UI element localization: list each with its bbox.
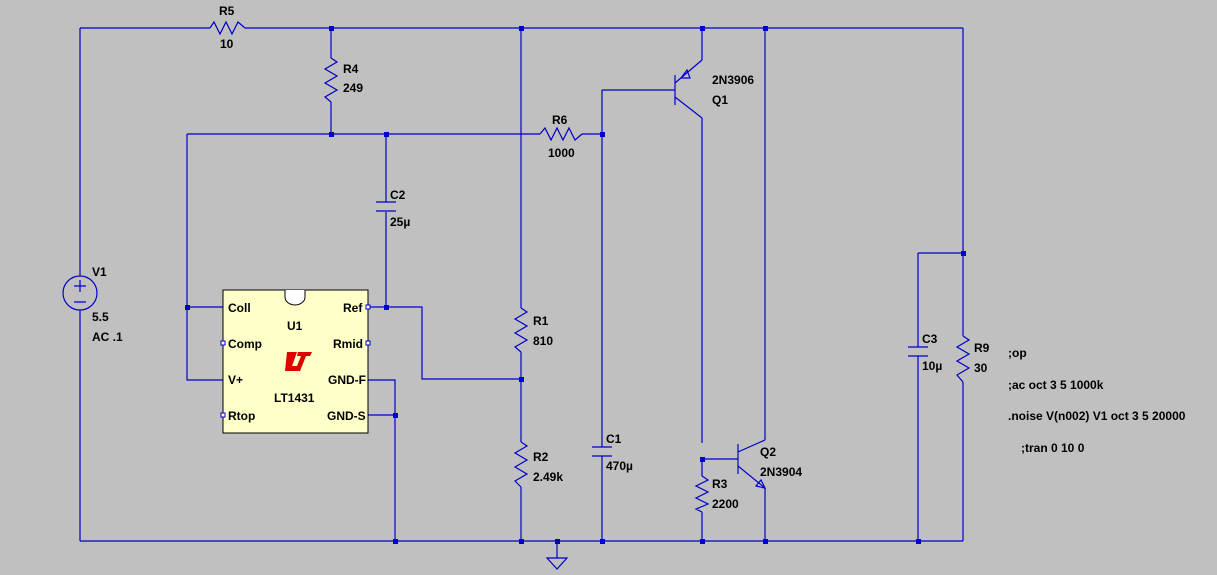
resistor-r4[interactable]: R4 249 <box>323 57 363 103</box>
u1-pin-rmid: Rmid <box>333 337 363 351</box>
c1-value: 470µ <box>606 459 633 473</box>
r3-value: 2200 <box>712 497 739 511</box>
u1-pin-gnds: GND-S <box>327 409 366 423</box>
r9-value: 30 <box>974 361 988 375</box>
resistor-r2[interactable]: R2 2.49k <box>513 441 563 488</box>
r1-ref: R1 <box>533 314 549 328</box>
c2-value: 25µ <box>390 215 410 229</box>
resistor-r3[interactable]: R3 2200 <box>694 475 739 513</box>
r9-ref: R9 <box>974 341 990 355</box>
resistor-r9[interactable]: R9 30 <box>955 335 990 383</box>
spice-directives[interactable]: ;op ;ac oct 3 5 1000k .noise V(n002) V1 … <box>1008 346 1186 455</box>
r3-ref: R3 <box>712 477 728 491</box>
resistor-r1[interactable]: R1 810 <box>513 307 553 353</box>
q1-part: 2N3906 <box>712 73 754 87</box>
q2-ref: Q2 <box>760 445 776 459</box>
v1-value: 5.5 <box>92 310 109 324</box>
r2-value: 2.49k <box>533 470 563 484</box>
c2-ref: C2 <box>390 188 406 202</box>
ground-icon <box>545 557 569 570</box>
capacitor-c1[interactable]: C1 470µ <box>592 432 633 473</box>
wires[interactable] <box>79 27 964 558</box>
transistor-q1[interactable]: 2N3906 Q1 <box>674 59 754 119</box>
r5-value: 10 <box>220 37 234 51</box>
u1-pin-ref: Ref <box>343 301 363 315</box>
directive-tran[interactable]: ;tran 0 10 0 <box>1021 441 1085 455</box>
capacitor-c3[interactable]: C3 10µ <box>908 332 942 373</box>
r6-ref: R6 <box>552 113 568 127</box>
resistor-r5[interactable]: R5 10 <box>209 4 246 51</box>
u1-pin-gndf: GND-F <box>328 373 366 387</box>
q1-ref: Q1 <box>712 93 728 107</box>
r6-value: 1000 <box>548 146 575 160</box>
u1-pin-comp: Comp <box>228 337 262 351</box>
capacitor-c2[interactable]: C2 25µ <box>376 188 410 229</box>
c1-ref: C1 <box>606 432 622 446</box>
ic-u1[interactable]: Coll Comp V+ Rtop Ref Rmid GND-F GND-S U… <box>220 289 371 434</box>
u1-pin-coll: Coll <box>228 301 251 315</box>
c3-ref: C3 <box>922 332 938 346</box>
q2-part: 2N3904 <box>760 465 802 479</box>
directive-ac[interactable]: ;ac oct 3 5 1000k <box>1008 378 1104 392</box>
lt-logo-icon <box>285 352 312 371</box>
u1-pin-rtop: Rtop <box>228 409 255 423</box>
resistor-r6[interactable]: R6 1000 <box>539 113 583 160</box>
v1-ref: V1 <box>92 265 107 279</box>
v1-ac: AC .1 <box>92 330 123 344</box>
c3-value: 10µ <box>922 359 942 373</box>
directive-noise[interactable]: .noise V(n002) V1 oct 3 5 20000 <box>1008 409 1186 423</box>
r5-ref: R5 <box>219 4 235 18</box>
r1-value: 810 <box>533 334 553 348</box>
u1-ref: U1 <box>287 319 303 333</box>
directive-op[interactable]: ;op <box>1008 346 1027 360</box>
u1-pin-vplus: V+ <box>228 373 243 387</box>
junctions <box>185 26 966 544</box>
r4-value: 249 <box>343 81 363 95</box>
u1-part: LT1431 <box>274 391 315 405</box>
voltage-source-v1[interactable]: V1 5.5 AC .1 <box>62 265 123 344</box>
r2-ref: R2 <box>533 450 549 464</box>
r4-ref: R4 <box>343 62 359 76</box>
transistor-q2[interactable]: Q2 2N3904 <box>737 439 802 489</box>
